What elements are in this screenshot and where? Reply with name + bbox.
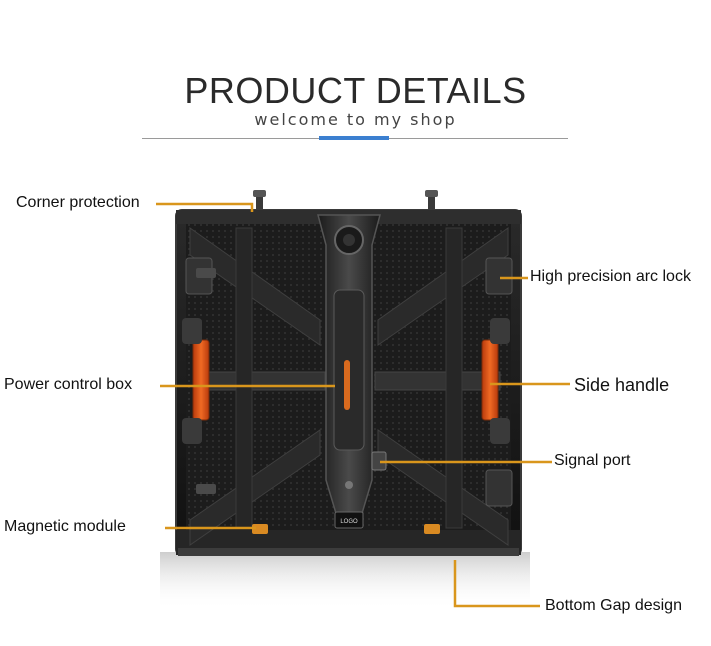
callout-signal-port: Signal port xyxy=(554,452,631,469)
floor-reflection xyxy=(160,552,530,610)
callout-bottom-gap: Bottom Gap design xyxy=(545,597,682,614)
page-title: PRODUCT DETAILS xyxy=(184,70,527,111)
callout-magnetic-module: Magnetic module xyxy=(4,518,126,535)
side-handle-left xyxy=(192,339,210,421)
page-subtitle: welcome to my shop xyxy=(254,110,457,129)
callout-corner-protection: Corner protection xyxy=(16,194,140,211)
logo-badge: LOGO xyxy=(340,519,358,525)
callout-side-handle: Side handle xyxy=(574,375,670,395)
callout-power-control-box: Power control box xyxy=(4,376,133,393)
title-divider-accent xyxy=(319,136,389,140)
callout-arc-lock: High precision arc lock xyxy=(530,268,691,285)
callout-leaders xyxy=(156,202,570,608)
side-handle-right xyxy=(481,339,499,421)
